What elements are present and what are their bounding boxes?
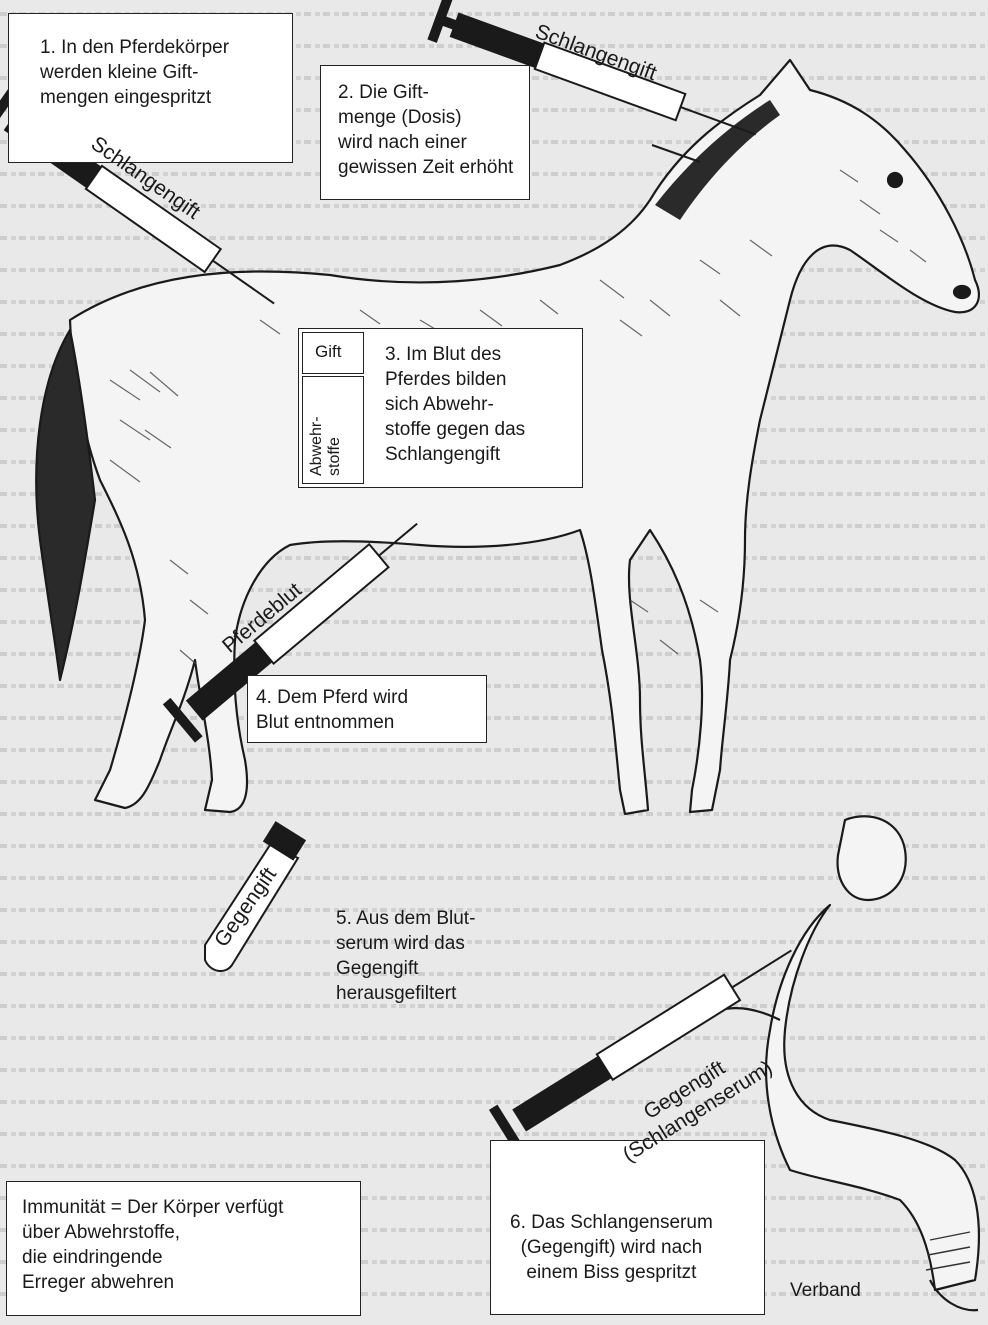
gift-label: Gift [315, 342, 341, 362]
step-1-caption: 1. In den Pferdekörper werden kleine Gif… [40, 35, 229, 110]
definition-caption: Immunität = Der Körper verfügt über Abwe… [22, 1195, 283, 1295]
verband-label: Verband [790, 1280, 861, 1302]
step-2-caption: 2. Die Gift- menge (Dosis) wird nach ein… [338, 80, 513, 180]
step-4-caption: 4. Dem Pferd wird Blut entnommen [256, 685, 408, 735]
step-6-caption: 6. Das Schlangenserum (Gegengift) wird n… [510, 1210, 713, 1285]
abwehrstoffe-label: Abwehr- stoffe [308, 416, 344, 476]
step-3-caption: 3. Im Blut des Pferdes bilden sich Abweh… [385, 342, 525, 467]
step-5-caption: 5. Aus dem Blut- serum wird das Gegengif… [336, 906, 475, 1006]
